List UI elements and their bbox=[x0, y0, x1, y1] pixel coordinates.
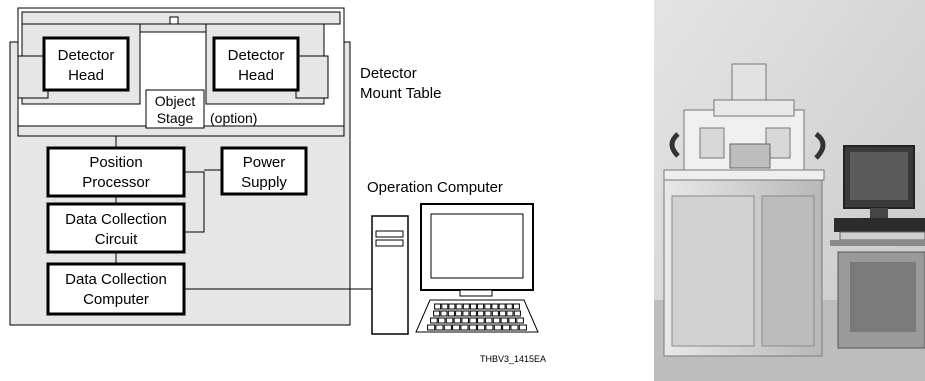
keyboard-key bbox=[452, 324, 461, 331]
keyboard-key bbox=[469, 317, 477, 324]
data-collection-computer bbox=[46, 262, 186, 316]
keyboard-key bbox=[484, 317, 493, 324]
data-collection-circuit-line2: Circuit bbox=[95, 231, 138, 248]
keyboard-key bbox=[491, 303, 499, 310]
keyboard-key bbox=[434, 303, 442, 310]
keyboard-key bbox=[477, 310, 485, 317]
keyboard-key bbox=[493, 324, 502, 331]
keyboard-key bbox=[506, 310, 514, 317]
keyboard-key bbox=[499, 310, 507, 317]
keyboard-key bbox=[469, 303, 477, 310]
detector-head-left-line2: Head bbox=[68, 67, 104, 84]
detector-mount-table-line1: Detector bbox=[360, 65, 417, 82]
keyboard-key bbox=[435, 324, 444, 331]
keyboard-key bbox=[447, 310, 455, 317]
keyboard-key bbox=[462, 310, 470, 317]
keyboard-key bbox=[512, 303, 520, 310]
keyboard-key bbox=[491, 310, 499, 317]
detector-head-right bbox=[212, 36, 300, 92]
system-diagram: Detector Head Detector Head Object Stage… bbox=[9, 7, 546, 364]
data-collection-circuit-line1: Data Collection bbox=[65, 211, 167, 228]
keyboard-key bbox=[510, 324, 519, 331]
detector-head-right-line1: Detector bbox=[228, 47, 285, 64]
keyboard-key bbox=[427, 324, 436, 331]
computer-tower-icon bbox=[371, 215, 409, 335]
keyboard-key bbox=[477, 303, 485, 310]
power-supply-line2: Supply bbox=[241, 174, 287, 191]
object-stage-line2: Stage bbox=[157, 110, 194, 126]
keyboard-key bbox=[455, 303, 463, 310]
keyboard-key bbox=[443, 324, 452, 331]
data-collection-computer-line1: Data Collection bbox=[65, 271, 167, 288]
connection-lines bbox=[115, 136, 372, 290]
computer-monitor-icon bbox=[420, 203, 534, 297]
keyboard-key bbox=[498, 303, 506, 310]
keyboard-key bbox=[460, 324, 469, 331]
keyboard-key bbox=[455, 310, 463, 317]
keyboard-key bbox=[477, 317, 485, 324]
keyboard-key bbox=[508, 317, 516, 324]
detector-head-left-line1: Detector bbox=[58, 47, 115, 64]
keyboard-key bbox=[469, 310, 477, 317]
keyboard-key bbox=[433, 310, 441, 317]
keyboard-key bbox=[468, 324, 477, 331]
keyboard-key bbox=[484, 310, 492, 317]
keyboard-key bbox=[502, 324, 511, 331]
keyboard-icon bbox=[415, 299, 539, 333]
keyboard-key bbox=[448, 303, 456, 310]
object-stage bbox=[145, 89, 205, 129]
keyboard-key bbox=[445, 317, 454, 324]
power-supply-line1: Power bbox=[243, 154, 286, 171]
position-processor-line1: Position bbox=[89, 154, 142, 171]
data-collection-circuit bbox=[46, 202, 186, 254]
keyboard-key bbox=[477, 324, 486, 331]
keyboard-key bbox=[461, 317, 469, 324]
keyboard-key bbox=[484, 303, 492, 310]
position-processor bbox=[46, 146, 186, 198]
power-supply bbox=[220, 146, 308, 196]
keyboard-key bbox=[500, 317, 509, 324]
keyboard-key bbox=[492, 317, 501, 324]
system-photo bbox=[654, 0, 925, 381]
operation-computer-label: Operation Computer bbox=[367, 179, 503, 196]
keyboard-key bbox=[505, 303, 513, 310]
position-processor-line2: Processor bbox=[82, 174, 150, 191]
keyboard-key bbox=[462, 303, 470, 310]
detector-head-left bbox=[42, 36, 130, 92]
keyboard-key bbox=[516, 317, 524, 324]
keyboard-key bbox=[440, 310, 448, 317]
detector-head-right-line2: Head bbox=[238, 67, 274, 84]
option-label: (option) bbox=[210, 110, 257, 126]
keyboard-key bbox=[430, 317, 438, 324]
keyboard-key bbox=[513, 310, 521, 317]
keyboard-key bbox=[453, 317, 462, 324]
figure-code: THBV3_1415EA bbox=[480, 354, 546, 364]
object-stage-line1: Object bbox=[155, 93, 196, 109]
data-collection-computer-line2: Computer bbox=[83, 291, 149, 308]
keyboard-key bbox=[518, 324, 527, 331]
keyboard-key bbox=[485, 324, 494, 331]
keyboard-key bbox=[441, 303, 449, 310]
detector-mount-table-line2: Mount Table bbox=[360, 85, 441, 102]
keyboard-key bbox=[437, 317, 446, 324]
